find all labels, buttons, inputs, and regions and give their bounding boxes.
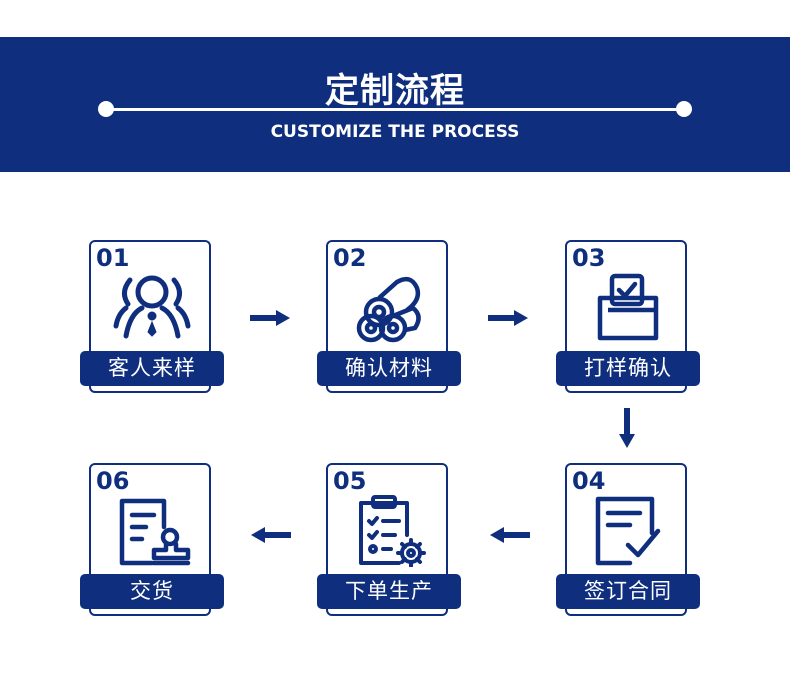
arrow-left-icon — [490, 527, 530, 543]
arrow-left-icon — [251, 527, 291, 543]
step-label: 客人来样 — [80, 351, 224, 386]
material-rolls-icon — [356, 276, 421, 343]
arrow-down-icon — [619, 408, 635, 448]
step-card-05: 05 下单生产 — [317, 463, 461, 616]
step-number: 01 — [96, 244, 130, 272]
step-label: 确认材料 — [317, 351, 461, 386]
step-card-03: 03 打样确认 — [556, 240, 700, 393]
step-number: 02 — [333, 244, 367, 272]
arrow-right-icon — [488, 310, 528, 326]
step-label: 打样确认 — [556, 351, 700, 386]
step-card-02: 02 确认材料 — [317, 240, 461, 393]
header-banner: 定制流程 CUSTOMIZE THE PROCESS — [0, 37, 790, 172]
step-card-01: 01 客人来样 — [80, 240, 224, 393]
step-label: 下单生产 — [317, 574, 461, 609]
document-stamp-icon — [119, 498, 191, 566]
step-number: 03 — [572, 244, 606, 272]
arrow-right-icon — [250, 310, 290, 326]
step-card-04: 04 签订合同 — [556, 463, 700, 616]
contract-sign-icon — [595, 496, 661, 566]
clipboard-gear-icon — [359, 495, 426, 567]
divider-line — [106, 108, 684, 111]
customer-icon — [113, 275, 191, 339]
divider-dot-left — [98, 101, 114, 117]
ballot-box-icon — [597, 273, 659, 341]
step-number: 04 — [572, 467, 606, 495]
page-subtitle: CUSTOMIZE THE PROCESS — [270, 122, 520, 142]
step-card-06: 06 交货 — [80, 463, 224, 616]
divider-dot-right — [676, 101, 692, 117]
step-number: 06 — [96, 467, 130, 495]
step-label: 交货 — [80, 574, 224, 609]
step-label: 签订合同 — [556, 574, 700, 609]
step-number: 05 — [333, 467, 367, 495]
page-title: 定制流程 — [325, 71, 465, 111]
